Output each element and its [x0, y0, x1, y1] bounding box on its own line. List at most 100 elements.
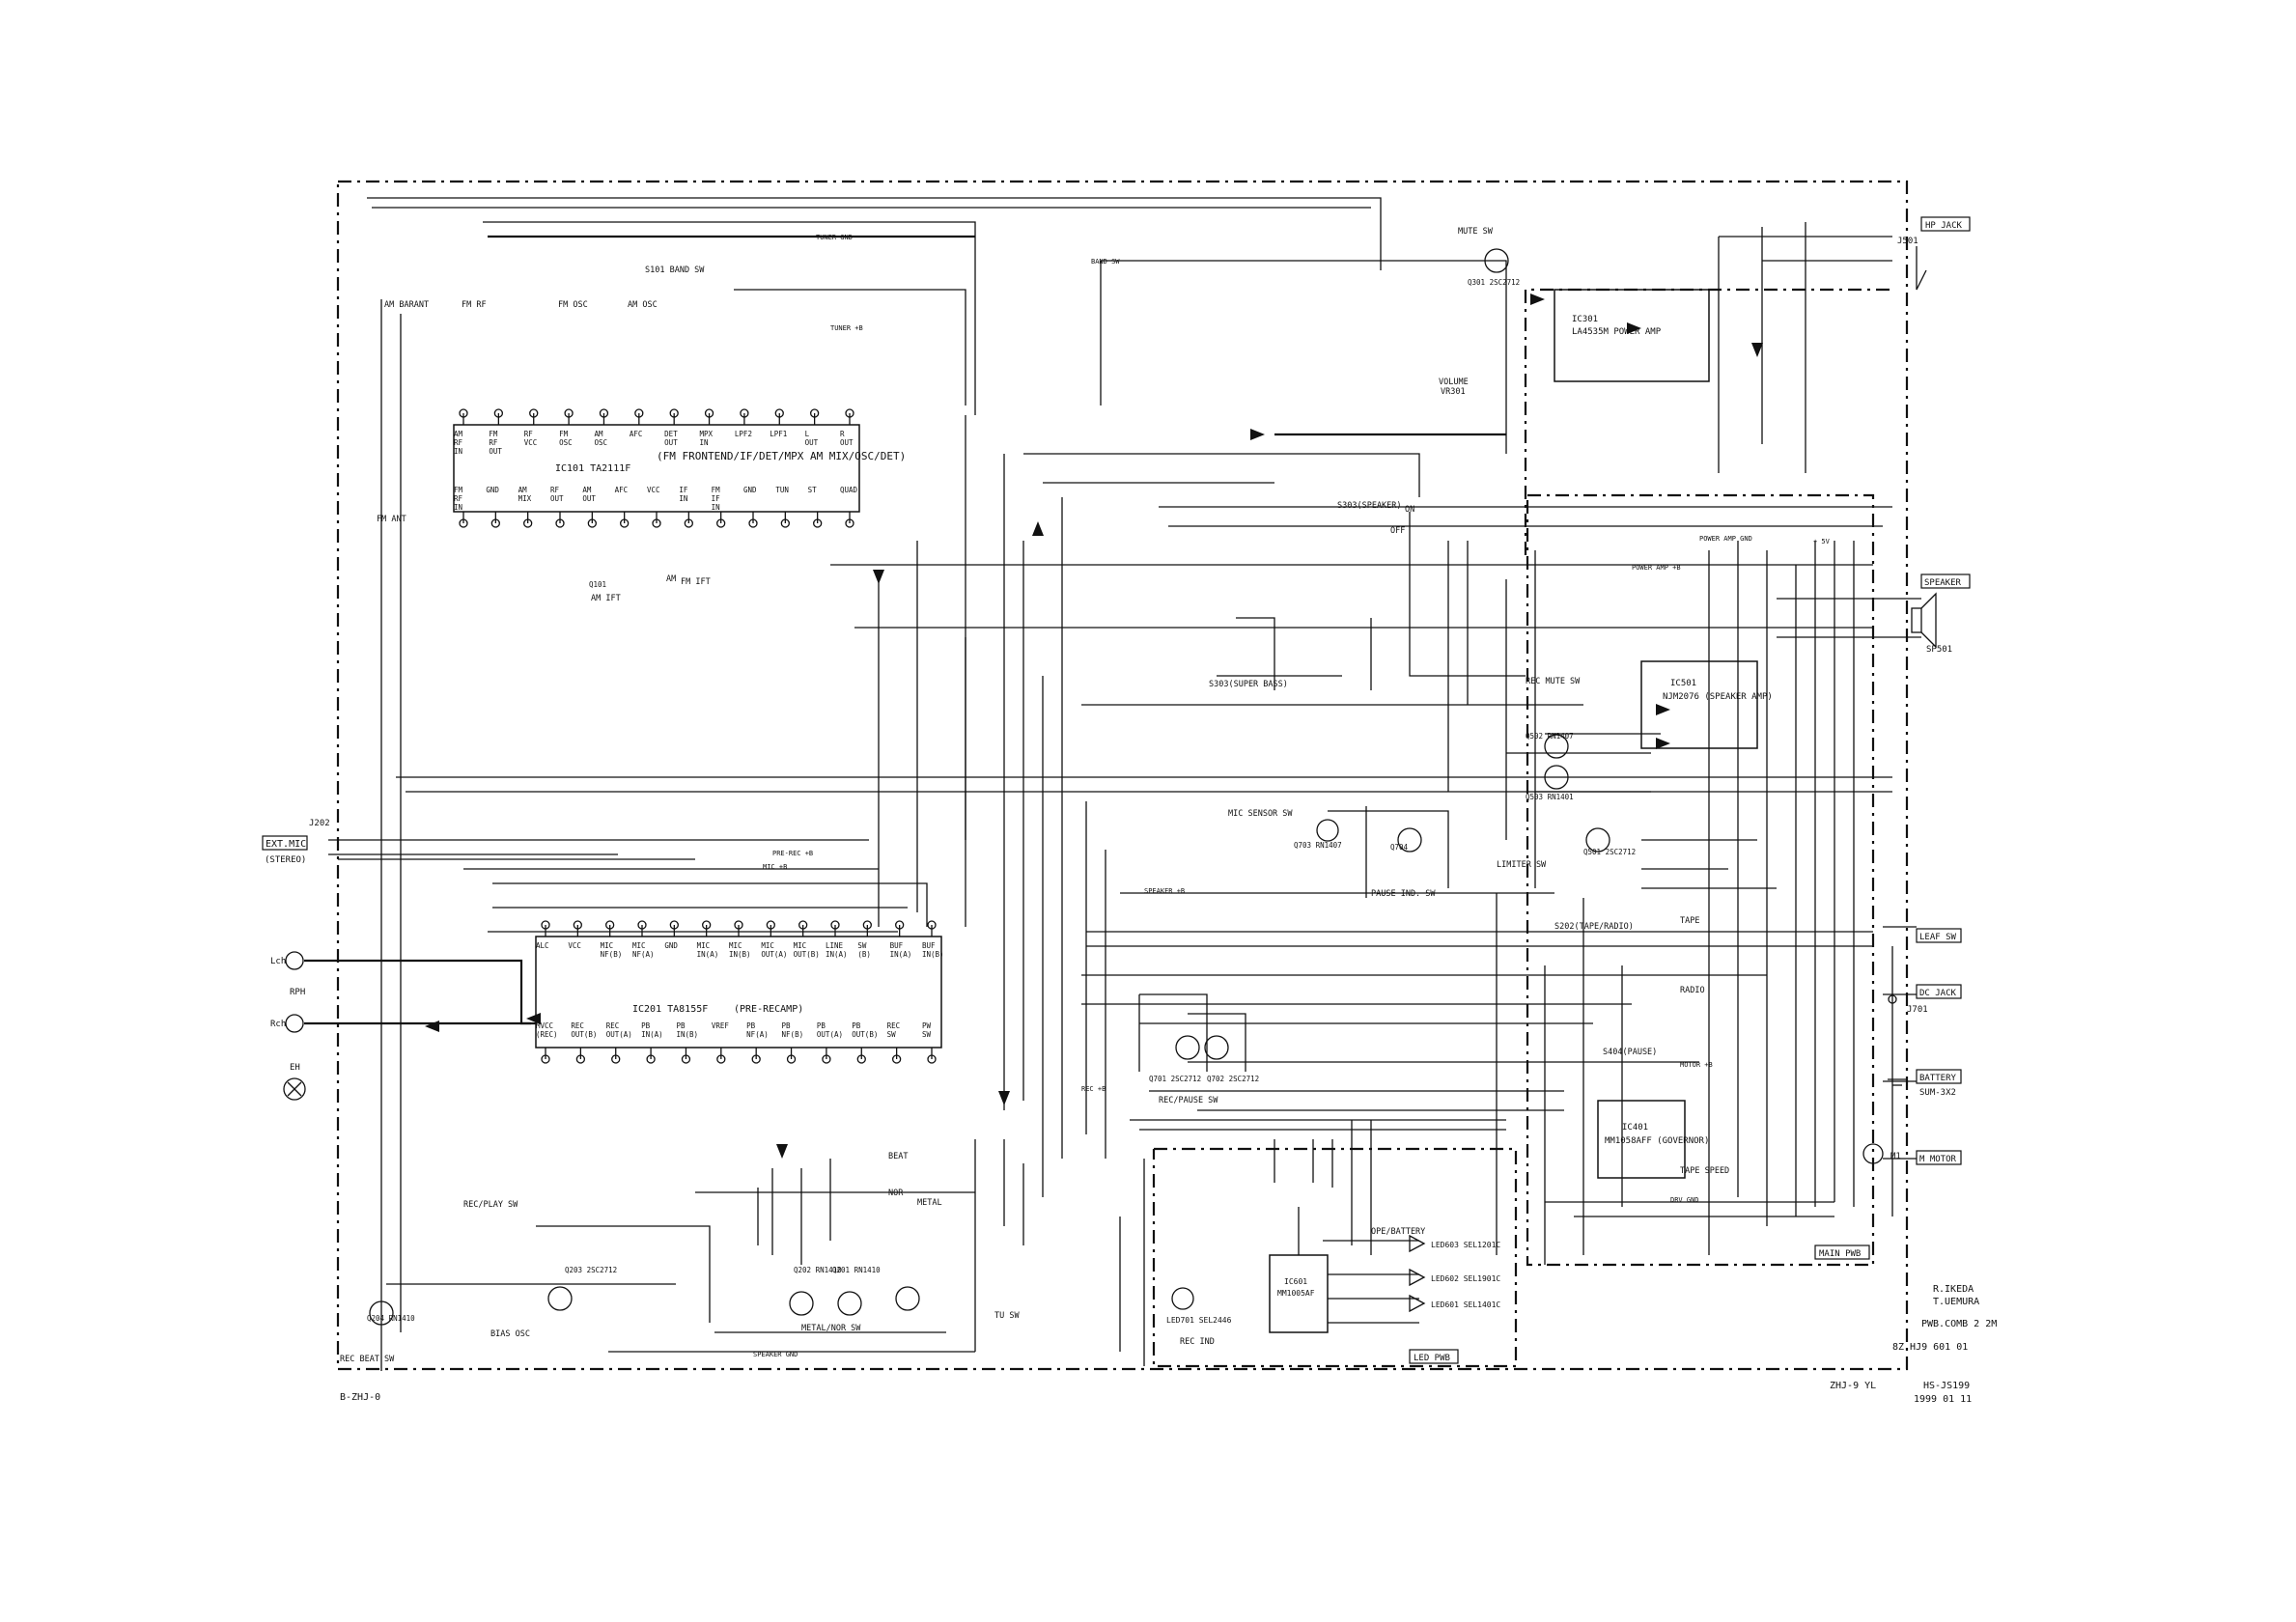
ic201-bottom-pin-label: SW — [887, 1030, 897, 1039]
dc-jack-tag — [1916, 984, 1962, 999]
ic101-top-pin-label: IN — [700, 438, 709, 447]
switch-label: OPE/BATTERY — [1371, 1227, 1425, 1237]
ic101-box — [453, 424, 860, 513]
switch-label: FM ANT — [377, 515, 406, 524]
ic101-top-pin-label: LPF1 — [770, 430, 787, 438]
switch-label: REC MUTE SW — [1526, 677, 1581, 686]
ic201-label: IC201 TA8155F — [632, 1004, 708, 1015]
ic101-top-pad-2 — [493, 408, 504, 418]
ic201-top-pin-label: OUT(B) — [794, 950, 820, 959]
ic201-top-pad-3 — [605, 920, 615, 930]
switch-label: MUTE SW — [1458, 227, 1494, 237]
main-pwb-text: MAIN PWB — [1819, 1249, 1861, 1259]
ic101-bottom-pad-8 — [684, 518, 693, 528]
ic201-bottom-pad-9 — [822, 1054, 831, 1064]
switch-label: OFF — [1390, 526, 1405, 536]
transistor-symbols — [369, 248, 1610, 1326]
switch-label: S303(SUPER BASS) — [1209, 680, 1288, 689]
ic201-bottom-pin-label: OUT(A) — [817, 1030, 843, 1039]
ic201-top-pin-label: (B) — [857, 950, 871, 959]
ic201-top-pad-9 — [798, 920, 808, 930]
transistor-label: Q502 RN1407 — [1526, 732, 1574, 741]
switch-label: PAUSE IND. SW — [1371, 889, 1436, 899]
net-label: DRV GND — [1670, 1196, 1699, 1204]
ic101-top-pad-7 — [669, 408, 679, 418]
switch-label: TU SW — [994, 1311, 1020, 1321]
ic401-desc: MM1058AFF (GOVERNOR) — [1605, 1136, 1709, 1146]
ic101-top-pin-label: AM — [454, 430, 463, 438]
ic201-bottom-pad-7 — [751, 1054, 761, 1064]
stereo-label: (STEREO) — [265, 855, 306, 865]
ic101-bottom-pad-6 — [620, 518, 630, 528]
net-label: PRE-REC +B — [772, 850, 813, 857]
ic201-top-pad-13 — [927, 920, 937, 930]
battery-type: SUM-3X2 — [1919, 1088, 1956, 1098]
ic101-bottom-pin-label: QUAD — [840, 486, 858, 494]
ic201-bottom-pin-label: PB — [817, 1021, 826, 1030]
sp501-label: SP501 — [1926, 645, 1952, 655]
ic101-bottom-pad-2 — [490, 518, 500, 528]
ic201-top-pin-label: MIC — [697, 941, 711, 950]
ic201-top-pad-8 — [766, 920, 775, 930]
ic101-bottom-pin-label: IF — [679, 486, 688, 494]
m1-label: M1 — [1890, 1152, 1901, 1161]
ic201-top-pad-6 — [702, 920, 712, 930]
ic201-bottom-pin-label: OUT(B) — [571, 1030, 597, 1039]
ic101-top-pad-10 — [774, 408, 784, 418]
ic101-top-pin-label: OUT — [489, 447, 502, 456]
ic201-bottom-pad-5 — [681, 1054, 691, 1064]
ic201-top-pin-label: MIC — [794, 941, 807, 950]
led-pwb-text: LED PWB — [1414, 1354, 1450, 1363]
ic201-bottom-pad-11 — [891, 1054, 902, 1064]
ic201-desc: (PRE-RECAMP) — [734, 1004, 803, 1015]
net-label: SPEAKER +B — [1144, 887, 1185, 895]
ic101-pin-stubs — [459, 408, 854, 528]
main-pwb-border — [1526, 493, 1875, 1267]
ic201-top-pad-11 — [862, 920, 872, 930]
ic101-top-pin-label: R — [840, 430, 845, 438]
ic201-top-pin-label: MIC — [729, 941, 742, 950]
ic101-top-pad-6 — [634, 408, 644, 418]
led-pwb-tag — [1409, 1349, 1459, 1364]
hp-jack-label: HP JACK — [1925, 221, 1963, 231]
switch-label: REC IND — [1180, 1337, 1215, 1347]
ic201-bottom-pin-label: NF(A) — [746, 1030, 769, 1039]
switch-label: BIAS OSC — [490, 1329, 530, 1339]
ic201-bottom-pad-6 — [716, 1054, 726, 1064]
board-code: B-ZHJ-0 — [340, 1392, 380, 1403]
ic101-top-pin-label: AM — [594, 430, 603, 438]
led603-label: LED603 SEL1201C — [1431, 1241, 1500, 1249]
ic201-bottom-pin-label: PB — [746, 1021, 756, 1030]
ic201-top-pin-label: ALC — [536, 941, 549, 950]
rev-code: ZHJ-9 YL — [1830, 1381, 1876, 1391]
ic201-bottom-pin-label: PB — [852, 1021, 861, 1030]
transistor-label: Q701 2SC2712 — [1149, 1075, 1201, 1083]
ic101-bottom-pad-1 — [459, 518, 468, 528]
ic101-bottom-pin-label: OUT — [550, 494, 564, 503]
switch-label: AM IFT — [591, 594, 621, 603]
ic101-bottom-pad-11 — [780, 518, 790, 528]
transistor-label: Q201 RN1410 — [832, 1266, 881, 1274]
ic101-bottom-pin-label: AM — [518, 486, 528, 494]
ic101-bottom-pad-7 — [652, 518, 661, 528]
ic201-top-pin-label: NF(B) — [601, 950, 623, 959]
ic201-top-pin-label: MIC — [601, 941, 614, 950]
ic301-label: IC301 — [1572, 315, 1598, 324]
net-label: TUNER +B — [830, 324, 863, 332]
switch-label: FM IFT — [681, 577, 711, 587]
net-label: MOTOR +B — [1680, 1061, 1713, 1069]
hp-jack-tag — [1920, 216, 1971, 232]
ic201-bottom-pad-1 — [541, 1054, 550, 1064]
ic201-top-pad-1 — [541, 920, 550, 930]
ic201-top-pin-label: GND — [664, 941, 678, 950]
ic201-bottom-pin-label: PB — [641, 1021, 651, 1030]
switch-label: METAL — [917, 1198, 942, 1208]
ic101-bottom-pin-label: ST — [808, 486, 818, 494]
transistor-label: Q203 2SC2712 — [565, 1266, 617, 1274]
ic501-box — [1640, 660, 1758, 749]
